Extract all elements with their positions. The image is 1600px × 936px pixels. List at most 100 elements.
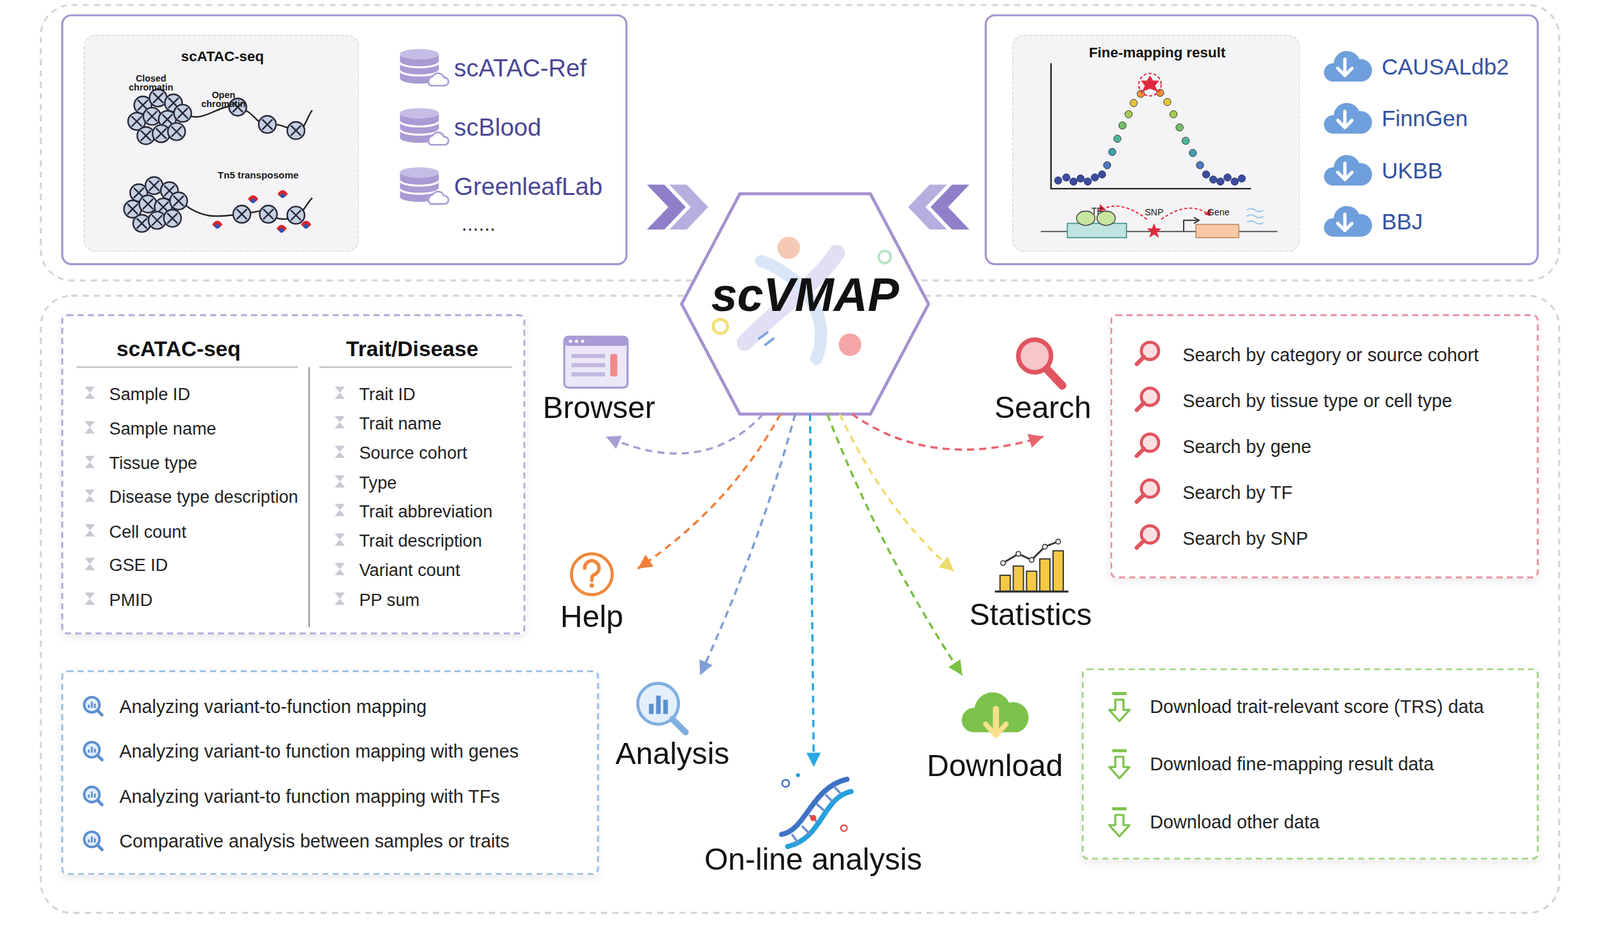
fine-mapping-plot [1069, 177, 1078, 186]
inflow-chevrons [908, 184, 948, 230]
module-icon: On-line analysis [694, 767, 934, 882]
node-text: Trait abbreviation [358, 501, 493, 523]
statistics-icon [1026, 571, 1037, 592]
illustration-label: Open chromatin [200, 90, 248, 110]
database-icons [400, 167, 449, 205]
chromatin-illustration [123, 89, 312, 233]
chromatin-illustration [300, 221, 312, 229]
node-text: Type [358, 472, 397, 495]
node-text: Trait ID [358, 384, 415, 406]
statistics-icon [1013, 566, 1024, 592]
illustration-label: Closed chromatin [125, 73, 177, 94]
search-icon [1046, 369, 1062, 386]
browser-icon [568, 339, 572, 343]
fine-mapping-plot [1195, 224, 1239, 238]
flow-arrow [806, 414, 821, 768]
fine-mapping-plot [1163, 98, 1172, 106]
fine-mapping-plot [1138, 73, 1161, 96]
fine-mapping-plot [1051, 63, 1252, 189]
dashed-connector [827, 414, 963, 676]
chromatin-illustration [139, 195, 157, 213]
online-analysis-icon [796, 773, 800, 778]
statistics-icon [995, 539, 1069, 592]
node-text: Download trait-relevant score (TRS) data [1149, 697, 1484, 720]
fine-mapping-plot [1161, 208, 1209, 220]
analysis-list-bullets [84, 787, 102, 806]
fine-mapping-plot [1202, 170, 1210, 179]
chromatin-illustration [167, 123, 185, 141]
online-analysis-icon [787, 791, 851, 847]
download-list-bullets [1109, 808, 1130, 837]
hexagon-outline [838, 333, 862, 356]
browser-list-rules [334, 475, 345, 488]
chromatin-illustration [287, 206, 305, 224]
node-text: Source cohort [358, 443, 467, 465]
node-text: Tissue type [109, 453, 197, 475]
node-text: Download fine-mapping result data [1149, 754, 1434, 777]
arrow-head [1027, 434, 1044, 448]
illustration-label: Tn5 transposome [218, 169, 299, 182]
chromatin-illustration [133, 214, 151, 233]
download-cloud-icons [1323, 50, 1372, 82]
browser-list-rules [334, 563, 345, 576]
fine-mapping-plot [1067, 223, 1127, 238]
arrow-head [637, 555, 654, 570]
search-list-bullets [1136, 434, 1159, 456]
browser-list-rules [334, 446, 345, 459]
inflow-chevrons [669, 184, 709, 230]
flow-arrow [637, 414, 781, 570]
fine-mapping-plot [1062, 174, 1071, 182]
download-cloud-icons [1323, 154, 1372, 186]
node-text: FinnGen [1381, 105, 1468, 133]
node-text: Search [994, 389, 1092, 427]
node-text: scVMAP [711, 267, 900, 324]
fine-mapping-plot [1054, 177, 1062, 185]
fine-mapping-plot [1103, 161, 1112, 170]
arrow-head [806, 752, 821, 768]
analysis-list-bullets [84, 697, 102, 850]
flow-arrow [852, 414, 1044, 451]
browser-list-rules [334, 533, 345, 546]
node-text: Comparative analysis between samples or … [119, 831, 510, 855]
statistics-icon [1016, 552, 1021, 557]
field-list-box: scATAC-seqSample IDSample nameTissue typ… [61, 314, 526, 635]
dashed-connector [810, 414, 815, 768]
download-list-bullets [1109, 694, 1130, 722]
browser-icon [564, 336, 628, 388]
node-text: Search by gene [1182, 436, 1312, 459]
download-cloud-icons [1323, 50, 1372, 237]
help-icon [584, 560, 599, 581]
node-text: scATAC-seq [116, 335, 241, 362]
database-icons [400, 108, 449, 146]
fine-mapping-plot [1054, 170, 1246, 186]
chromatin-illustration [247, 195, 259, 204]
browser-list-rules [334, 386, 345, 400]
fine-mapping-plot [1103, 89, 1204, 169]
dashed-connector [605, 414, 764, 454]
node-text: Fine-mapping result [1088, 43, 1226, 61]
fine-mapping-plot [1230, 177, 1239, 186]
browser-icon [610, 353, 618, 377]
browser-icon [580, 339, 584, 343]
fine-mapping-plot [1189, 149, 1198, 157]
help-icon [571, 553, 612, 595]
fine-mapping-plot [1130, 99, 1138, 108]
node-text: Sample ID [109, 384, 190, 406]
analysis-list-bullets [84, 697, 102, 716]
node-text: Search by tissue type or cell type [1182, 390, 1453, 414]
download-icon [993, 709, 1000, 732]
node-text: GSE ID [109, 555, 168, 577]
search-list-bullets [1136, 342, 1159, 549]
statistics-icon [1000, 560, 1006, 566]
help-icon [589, 583, 595, 588]
download-cloud-icons [1323, 205, 1372, 237]
node-text: Download [926, 747, 1064, 785]
node-text: scATAC-Ref [453, 53, 587, 83]
node-text: UKBB [1381, 158, 1443, 185]
flow-arrow [827, 414, 963, 676]
dashed-connector [637, 414, 781, 570]
fine-mapping-plot [1216, 177, 1225, 186]
browser-list-rules [334, 416, 345, 429]
node-text: Analyzing variant-to function mapping wi… [119, 786, 500, 809]
analysis-list-bullets [84, 831, 102, 850]
